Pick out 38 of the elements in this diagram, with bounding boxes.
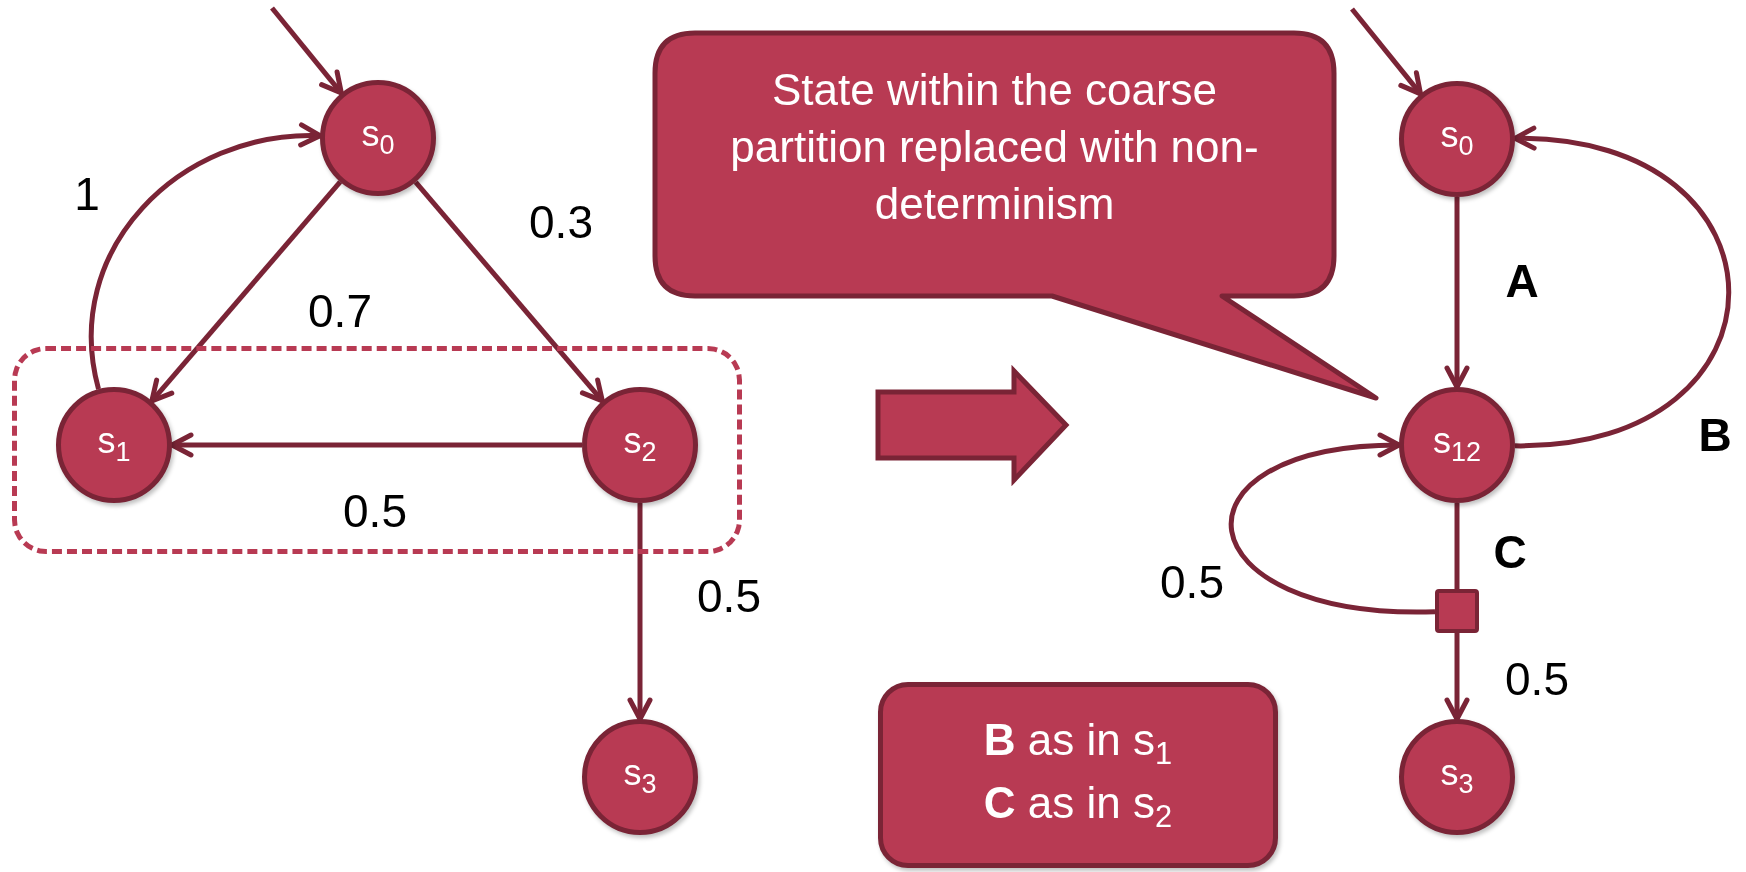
state-label: s$_{0}$ [1440, 117, 1474, 161]
arrow [1444, 633, 1470, 722]
state-label: s$_{3}$ [623, 755, 657, 799]
callout-text: State within the coarse partition replaced with non-determinism [729, 64, 1260, 231]
edge-label: 0.5 [697, 573, 761, 619]
state-circle [1399, 81, 1515, 197]
edge-label: 1 [74, 171, 100, 217]
edge-label: 0.5 [1160, 559, 1224, 605]
speech-bubble [655, 33, 1380, 400]
partition-box [12, 346, 742, 554]
note-text: B as in s$_{1}$ [983, 713, 1173, 773]
arrow [1229, 433, 1436, 615]
arrow [413, 180, 605, 404]
arrow [149, 180, 343, 404]
note-box [878, 682, 1278, 868]
edge-label: C [1493, 529, 1527, 575]
state-circle [320, 80, 436, 196]
edge-label: A [1505, 258, 1539, 304]
state-circle [56, 387, 172, 503]
edge-label: 0.5 [343, 488, 407, 534]
arrow [89, 123, 323, 390]
arrow [270, 6, 344, 96]
connector-line [1454, 503, 1460, 589]
state-label: s$_{2}$ [623, 423, 657, 467]
junction-square [1435, 589, 1479, 633]
note-text: C as in s$_{2}$ [983, 777, 1173, 837]
state-label: s$_{0}$ [361, 116, 395, 160]
state-label: s$_{12}$ [1432, 423, 1481, 467]
edge-label: 0.3 [529, 199, 593, 245]
arrow [1350, 7, 1424, 97]
arrow [627, 503, 653, 722]
state-label: s$_{3}$ [1440, 755, 1474, 799]
edge-label: B [1698, 412, 1732, 458]
state-label: s$_{1}$ [97, 423, 131, 467]
arrow [1444, 197, 1470, 390]
edge-label: 0.7 [308, 288, 372, 334]
edge-label: 0.5 [1505, 656, 1569, 702]
state-circle [582, 387, 698, 503]
